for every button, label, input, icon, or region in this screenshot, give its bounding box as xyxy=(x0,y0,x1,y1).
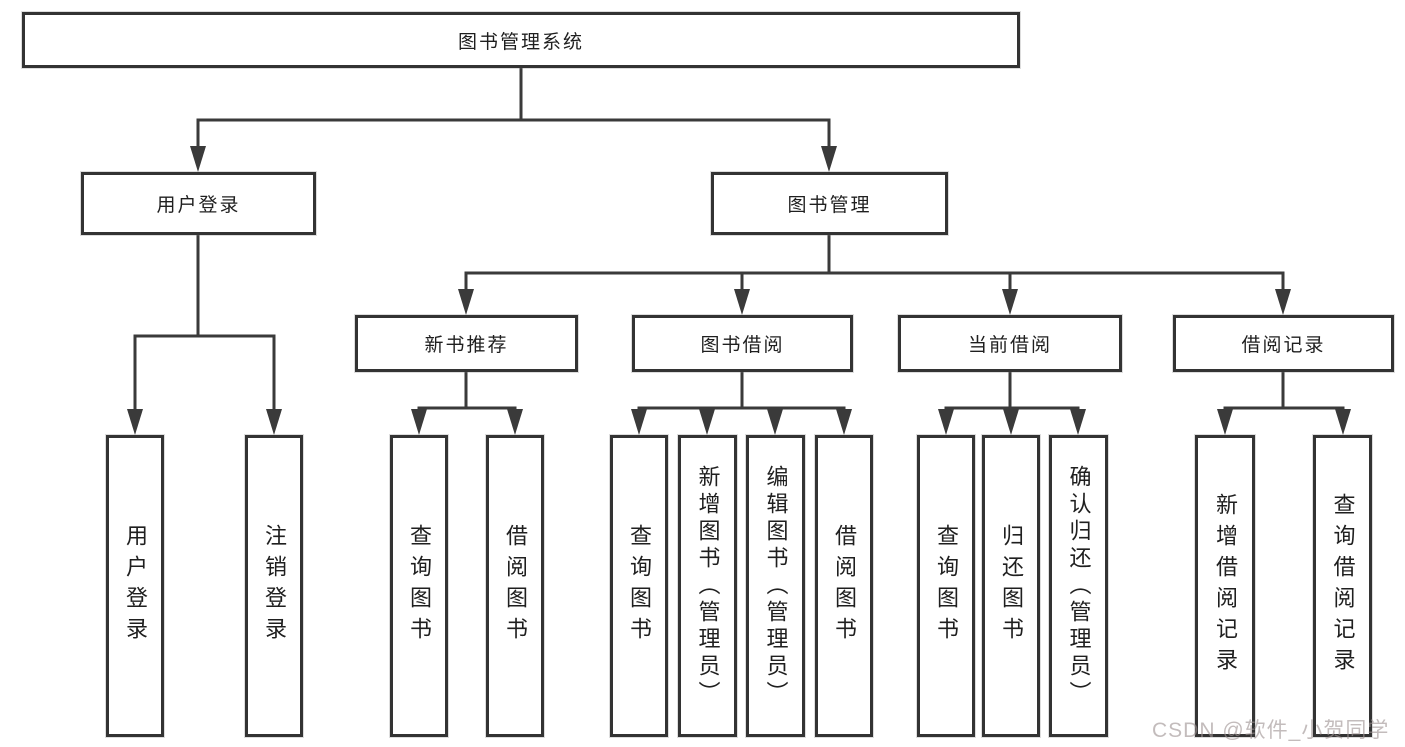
node-label: 编辑图书（管理员） xyxy=(763,464,789,708)
leaf-borrow-books-2: 借阅图书 xyxy=(815,435,873,737)
node-new-book-recommendation: 新书推荐 xyxy=(355,315,578,372)
node-label: 图书管理系统 xyxy=(457,31,584,53)
node-label: 图书管理 xyxy=(787,195,872,216)
node-label: 查询图书 xyxy=(934,524,959,648)
node-label: 用户登录 xyxy=(123,524,148,648)
connector-new-book-to-leaves xyxy=(411,372,523,435)
node-label: 当前借阅 xyxy=(967,335,1052,356)
connector-borrowing-records-to-leaves xyxy=(1217,372,1351,435)
node-current-borrowing: 当前借阅 xyxy=(898,315,1122,372)
node-user-login: 用户登录 xyxy=(81,172,316,235)
leaf-query-books-1: 查询图书 xyxy=(390,435,448,737)
leaf-logout: 注销登录 xyxy=(245,435,303,737)
leaf-query-borrow-record: 查询借阅记录 xyxy=(1313,435,1372,737)
node-label: 查询图书 xyxy=(627,524,652,648)
node-borrowing-records: 借阅记录 xyxy=(1173,315,1394,372)
connector-book-borrowing-to-leaves xyxy=(631,372,852,435)
leaf-return-books: 归还图书 xyxy=(982,435,1040,737)
node-label: 新书推荐 xyxy=(424,335,509,356)
csdn-watermark: CSDN @软件_小贺同学 xyxy=(1152,719,1390,742)
node-label: 用户登录 xyxy=(156,195,241,216)
node-label: 查询图书 xyxy=(407,524,432,648)
node-book-management: 图书管理 xyxy=(711,172,948,235)
leaf-query-books-3: 查询图书 xyxy=(917,435,975,737)
node-label: 借阅记录 xyxy=(1241,335,1326,356)
node-label: 注销登录 xyxy=(262,524,287,648)
leaf-confirm-return-admin: 确认归还（管理员） xyxy=(1049,435,1108,737)
node-label: 确认归还（管理员） xyxy=(1066,464,1092,708)
connector-root-to-level2 xyxy=(190,68,837,172)
leaf-edit-books-admin: 编辑图书（管理员） xyxy=(746,435,805,737)
leaf-user-login: 用户登录 xyxy=(106,435,164,737)
node-label: 新增图书（管理员） xyxy=(695,464,721,708)
node-book-borrowing: 图书借阅 xyxy=(632,315,853,372)
node-label: 查询借阅记录 xyxy=(1330,493,1356,679)
node-label: 新增借阅记录 xyxy=(1213,493,1238,679)
node-label: 归还图书 xyxy=(999,524,1024,648)
node-label: 图书借阅 xyxy=(700,335,785,356)
leaf-query-books-2: 查询图书 xyxy=(610,435,668,737)
leaf-borrow-books-1: 借阅图书 xyxy=(486,435,544,737)
node-root-library-management-system: 图书管理系统 xyxy=(22,12,1020,68)
leaf-add-books-admin: 新增图书（管理员） xyxy=(678,435,737,737)
connector-book-management-to-level3 xyxy=(458,235,1291,315)
node-label: 借阅图书 xyxy=(832,524,857,648)
connector-current-borrowing-to-leaves xyxy=(938,372,1086,435)
connector-user-login-to-leaves xyxy=(127,235,282,435)
node-label: 借阅图书 xyxy=(503,524,528,648)
leaf-add-borrow-record: 新增借阅记录 xyxy=(1195,435,1255,737)
